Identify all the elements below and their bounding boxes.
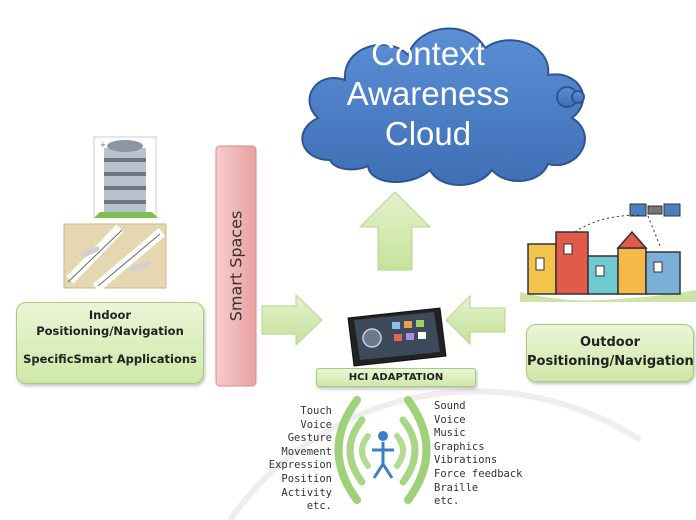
arrow-left-to-device — [445, 294, 506, 346]
input-item: Movement — [281, 445, 332, 458]
arrow-right-to-device — [261, 293, 323, 347]
watermark — [227, 388, 642, 520]
airport-map-image — [63, 223, 167, 292]
input-modalities-list: Touch Voice Gesture Movement Expression … — [262, 405, 332, 514]
cloud-label: Context Awareness Cloud — [340, 34, 516, 154]
output-modalities-list: Sound Voice Music Graphics Vibrations Fo… — [434, 400, 544, 509]
cloud-line-2: Awareness — [346, 75, 510, 112]
hospital-building-image: + — [93, 136, 158, 218]
cloud-line-3: Cloud — [384, 115, 472, 152]
hci-adaptation-label: HCI ADAPTATION — [348, 372, 444, 383]
outdoor-title: Outdoor — [579, 335, 641, 350]
output-item: Music — [434, 427, 466, 440]
tablet-device-image — [347, 307, 447, 367]
context-awareness-cloud — [301, 27, 586, 186]
output-item: Vibrations — [434, 454, 498, 467]
input-item: Voice — [300, 418, 332, 431]
output-item: Voice — [434, 413, 466, 426]
person-icon — [372, 431, 394, 479]
indoor-title: Indoor — [88, 308, 132, 322]
smart-spaces-bar — [215, 145, 257, 387]
outdoor-subtitle: Positioning/Navigation — [527, 354, 694, 369]
input-item: Gesture — [287, 432, 332, 445]
smart-spaces-label: Smart Spaces — [226, 210, 246, 322]
input-item: Position — [281, 472, 332, 485]
input-item: Activity — [281, 486, 332, 499]
arrow-up-to-cloud — [358, 191, 432, 271]
cloud-line-1: Context — [371, 35, 485, 72]
indoor-applications: SpecificSmart Applications — [23, 352, 197, 366]
output-item: Graphics — [434, 440, 485, 453]
output-item: Sound — [434, 400, 466, 412]
signal-waves — [334, 396, 431, 504]
input-item: etc. — [306, 500, 332, 513]
city-image — [520, 203, 696, 302]
input-item: Expression — [268, 459, 332, 472]
output-item: etc. — [434, 495, 460, 508]
input-item: Touch — [300, 405, 332, 417]
output-item: Braille — [434, 481, 479, 494]
svg-text:+: + — [100, 141, 106, 149]
indoor-box: Indoor Positioning/Navigation SpecificSm… — [16, 302, 204, 384]
output-item: Force feedback — [434, 467, 523, 480]
outdoor-box: Outdoor Positioning/Navigation — [526, 324, 694, 382]
indoor-subtitle: Positioning/Navigation — [36, 324, 184, 338]
hci-adaptation-box: HCI ADAPTATION — [316, 368, 476, 387]
